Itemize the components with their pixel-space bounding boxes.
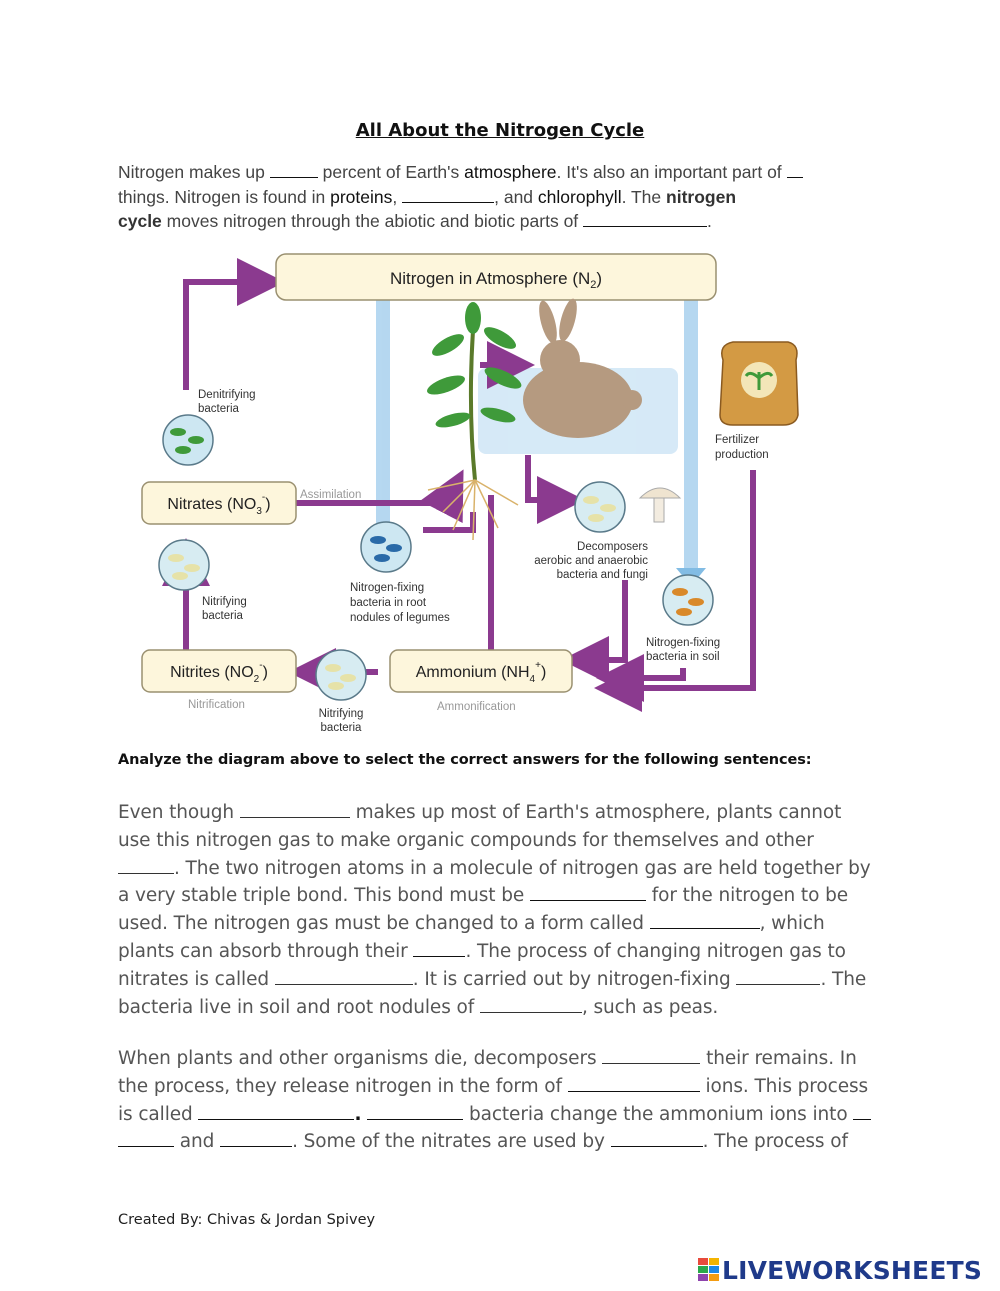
svg-text:Nitrifying: Nitrifying — [202, 596, 247, 608]
mushroom-icon — [638, 487, 682, 523]
paragraph-2: When plants and other organisms die, dec… — [118, 1045, 888, 1156]
nitrites-box: Nitrites (NO2-) — [141, 649, 297, 693]
svg-text:Ammonium (NH4+): Ammonium (NH4+) — [416, 660, 547, 685]
instructions-heading: Analyze the diagram above to select the … — [118, 752, 812, 768]
svg-text:Nitrogen-fixing: Nitrogen-fixing — [350, 582, 424, 594]
bacteria-circles — [158, 414, 714, 701]
ammonium-box: Ammonium (NH4+) — [389, 649, 573, 693]
blank-nitrates-2[interactable] — [220, 1131, 293, 1148]
svg-text:Nitrification: Nitrification — [188, 699, 245, 711]
svg-text:Fertilizer: Fertilizer — [715, 434, 759, 446]
blank-consumers[interactable] — [118, 858, 174, 874]
nitrates-box: Nitrates (NO3-) — [141, 481, 297, 525]
blank-nitrates[interactable] — [649, 913, 760, 930]
svg-text:Nitrifying: Nitrifying — [319, 708, 364, 720]
liveworksheets-wordmark: LIVEWORKSHEETS — [722, 1255, 983, 1285]
svg-text:Assimilation: Assimilation — [300, 489, 361, 501]
blank-percent[interactable] — [269, 163, 318, 178]
blank-nitrogen-fixation[interactable] — [274, 969, 413, 985]
blue-arrows — [368, 300, 706, 586]
intro-paragraph: Nitrogen makes up percent of Earth's atm… — [118, 160, 898, 234]
intro-line-1: Nitrogen makes up percent of Earth's atm… — [118, 160, 898, 185]
svg-text:production: production — [715, 449, 769, 461]
fertilizer-bag-icon — [719, 341, 799, 426]
svg-text:Nitrites (NO2-): Nitrites (NO2-) — [170, 660, 268, 685]
blank-broken[interactable] — [529, 885, 646, 902]
atmosphere-box: Nitrogen in Atmosphere (N2) — [275, 253, 717, 301]
page-title: All About the Nitrogen Cycle — [355, 120, 645, 141]
blank-ecosystems[interactable] — [583, 212, 708, 227]
liveworksheets-icon — [698, 1258, 719, 1281]
diagram-labels: Denitrifying bacteria Assimilation Nitri… — [188, 389, 769, 734]
blank-ammonium[interactable] — [567, 1076, 700, 1092]
blank-bacteria[interactable] — [736, 969, 821, 985]
blank-roots[interactable] — [413, 941, 466, 957]
blank-break-down[interactable] — [602, 1048, 701, 1064]
svg-text:Decomposers: Decomposers — [577, 541, 648, 553]
intro-line-3: cycle moves nitrogen through the abiotic… — [118, 211, 712, 231]
svg-text:bacteria in soil: bacteria in soil — [646, 651, 720, 663]
rabbit-illustration — [523, 298, 642, 438]
svg-text:bacteria: bacteria — [202, 610, 244, 622]
liveworksheets-logo[interactable]: LIVEWORKSHEETS — [698, 1255, 982, 1285]
svg-text:bacteria: bacteria — [198, 403, 240, 415]
svg-text:nodules of legumes: nodules of legumes — [350, 612, 450, 624]
svg-text:Ammonification: Ammonification — [437, 701, 516, 713]
blank-nitrites-start[interactable] — [853, 1104, 872, 1120]
blank-dna[interactable] — [402, 188, 495, 203]
svg-text:Nitrates (NO3-): Nitrates (NO3-) — [167, 492, 270, 517]
plant-illustration — [427, 302, 522, 541]
blank-nitrites[interactable] — [118, 1131, 174, 1148]
blank-legumes[interactable] — [479, 997, 582, 1013]
bacteria-cells — [168, 428, 704, 690]
svg-text:Denitrifying: Denitrifying — [198, 389, 256, 401]
blank-plants[interactable] — [610, 1131, 703, 1148]
blank-living[interactable] — [786, 163, 803, 178]
svg-text:bacteria in root: bacteria in root — [350, 597, 427, 609]
svg-text:Nitrogen in Atmosphere (N2): Nitrogen in Atmosphere (N2) — [390, 269, 602, 291]
svg-text:bacteria: bacteria — [321, 722, 363, 734]
blank-nitrogen[interactable] — [239, 802, 350, 818]
credits-footer: Created By: Chivas & Jordan Spivey — [118, 1212, 376, 1228]
svg-text:aerobic and anaerobic: aerobic and anaerobic — [534, 555, 648, 567]
nitrogen-cycle-diagram: Nitrogen in Atmosphere (N2) — [141, 253, 799, 734]
blank-ammonification[interactable] — [198, 1104, 355, 1120]
svg-text:Nitrogen-fixing: Nitrogen-fixing — [646, 637, 720, 649]
intro-line-2: things. Nitrogen is found in proteins, ,… — [118, 186, 737, 207]
blank-nitrifying[interactable] — [367, 1104, 464, 1120]
paragraph-1: Even though makes up most of Earth's atm… — [118, 802, 871, 1018]
svg-text:bacteria and fungi: bacteria and fungi — [557, 569, 648, 581]
